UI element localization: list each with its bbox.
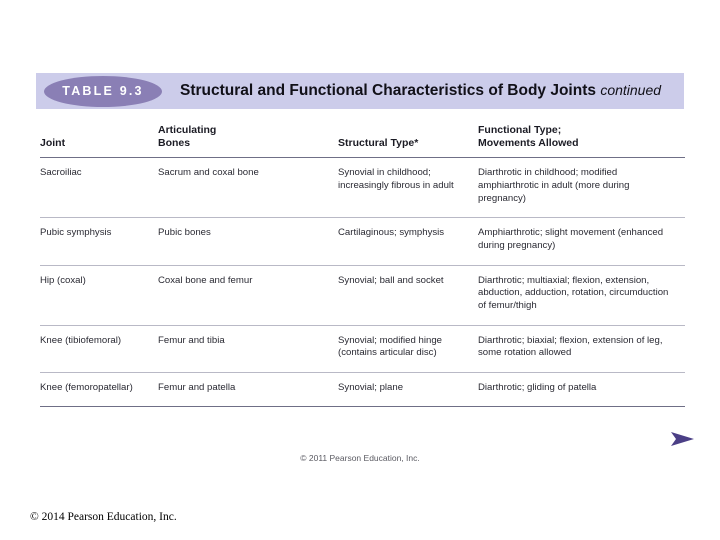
- cell-bones: Sacrum and coxal bone: [158, 157, 338, 219]
- cell-functional-type: Diarthrotic; gliding of patella: [478, 372, 685, 408]
- column-header-bones-line1: Articulating: [158, 124, 217, 136]
- column-header-functional-type: Functional Type; Movements Allowed: [478, 124, 685, 159]
- table-header-banner: TABLE 9.3 Structural and Functional Char…: [36, 73, 684, 109]
- cell-structural-type: Synovial; plane: [338, 372, 478, 408]
- table-title-main: Structural and Functional Characteristic…: [180, 82, 596, 99]
- table-title-continued: continued: [600, 82, 662, 98]
- column-header-structural-type: Structural Type*: [338, 124, 478, 159]
- cell-joint: Sacroiliac: [40, 157, 158, 219]
- cell-bones: Pubic bones: [158, 217, 338, 266]
- table-row: Knee (tibiofemoral) Femur and tibia Syno…: [40, 325, 685, 373]
- column-header-functional-line1: Functional Type;: [478, 124, 562, 136]
- cell-functional-type: Diarthrotic; multiaxial; flexion, extens…: [478, 265, 685, 326]
- table-body: Sacroiliac Sacrum and coxal bone Synovia…: [40, 157, 685, 408]
- joints-table: Joint Articulating Bones Structural Type…: [40, 124, 685, 408]
- cell-joint: Knee (femoropatellar): [40, 372, 158, 408]
- cell-structural-type: Synovial in childhood; increasingly fibr…: [338, 157, 478, 219]
- arrow-right-icon: [671, 432, 694, 446]
- cell-joint: Hip (coxal): [40, 265, 158, 326]
- cell-bones: Coxal bone and femur: [158, 265, 338, 326]
- cell-functional-type: Diarthrotic in childhood; modified amphi…: [478, 157, 685, 219]
- cell-functional-type: Amphiarthrotic; slight movement (enhance…: [478, 217, 685, 266]
- column-header-articulating-bones: Articulating Bones: [158, 124, 338, 159]
- table-row: Pubic symphysis Pubic bones Cartilaginou…: [40, 217, 685, 266]
- column-header-structural-line1: Structural Type*: [338, 137, 419, 150]
- cell-structural-type: Synovial; ball and socket: [338, 265, 478, 326]
- cell-structural-type: Synovial; modified hinge (contains artic…: [338, 325, 478, 373]
- slide-copyright-footer: © 2014 Pearson Education, Inc.: [30, 511, 177, 523]
- cell-joint: Knee (tibiofemoral): [40, 325, 158, 373]
- cell-functional-type: Diarthrotic; biaxial; flexion, extension…: [478, 325, 685, 373]
- table-number-badge: TABLE 9.3: [44, 75, 162, 107]
- column-header-joint: Joint: [40, 124, 158, 159]
- cell-bones: Femur and patella: [158, 372, 338, 408]
- cell-bones: Femur and tibia: [158, 325, 338, 373]
- table-row: Sacroiliac Sacrum and coxal bone Synovia…: [40, 157, 685, 219]
- table-row: Hip (coxal) Coxal bone and femur Synovia…: [40, 265, 685, 326]
- table-header-row: Joint Articulating Bones Structural Type…: [40, 124, 685, 159]
- table-title: Structural and Functional Characteristic…: [180, 82, 661, 100]
- table-header-row-group: Joint Articulating Bones Structural Type…: [40, 124, 685, 159]
- cell-joint: Pubic symphysis: [40, 217, 158, 266]
- column-header-joint-line1: Joint: [40, 137, 66, 150]
- table-row: Knee (femoropatellar) Femur and patella …: [40, 372, 685, 408]
- column-header-functional-line2: Movements Allowed: [478, 137, 579, 150]
- column-header-bones-line2: Bones: [158, 137, 191, 150]
- joints-table-container: Joint Articulating Bones Structural Type…: [40, 124, 688, 408]
- figure-copyright: © 2011 Pearson Education, Inc.: [300, 453, 420, 463]
- cell-structural-type: Cartilaginous; symphysis: [338, 217, 478, 266]
